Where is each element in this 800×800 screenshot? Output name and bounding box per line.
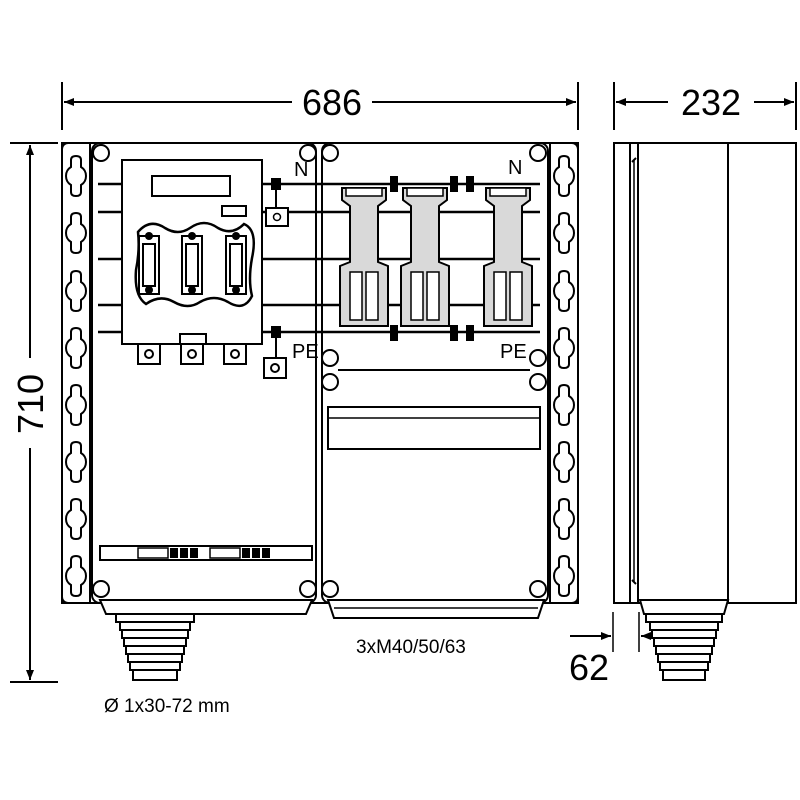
earth-terminal: [263, 326, 287, 379]
cable-diameter-note: Ø 1x30-72 mm: [104, 696, 230, 717]
cable-gland-front: [115, 613, 195, 681]
depth-dimension: 232: [613, 82, 797, 130]
earth-label-left: PE: [292, 341, 319, 363]
busbar-adapter: [339, 187, 389, 327]
din-rail-cover: [327, 406, 541, 450]
corner-screws: [92, 144, 547, 598]
cable-gland-side: [645, 613, 723, 681]
side-view: [613, 142, 797, 681]
right-mounting-rail: [549, 142, 579, 604]
busbar-adapter: [483, 187, 533, 327]
right-rail-slots: [553, 155, 575, 597]
gland-depth-value: 62: [569, 647, 609, 688]
neutral-label-right: N: [508, 157, 522, 179]
left-mounting-rail: [61, 142, 91, 604]
neutral-label-left: N: [294, 159, 308, 181]
height-dimension: 710: [10, 142, 58, 683]
side-view-outline: [613, 142, 797, 604]
neutral-terminal: [265, 178, 289, 227]
height-value: 710: [10, 374, 51, 434]
earth-label-right: PE: [500, 341, 527, 363]
width-value: 686: [302, 82, 362, 123]
left-bottom-flange: [98, 599, 314, 615]
front-view: N PE: [61, 142, 579, 717]
left-rail-slots: [65, 155, 87, 597]
busbar-adapters: [339, 187, 533, 327]
right-bottom-flange: [326, 599, 546, 619]
gland-note: 3xM40/50/63: [356, 637, 466, 658]
width-dimension: 686: [61, 82, 579, 130]
terminal-strip: [99, 545, 313, 561]
busbar-adapter: [400, 187, 450, 327]
fuse-switch-disconnector: [121, 159, 263, 365]
outgoing-terminals: [137, 343, 247, 365]
depth-value: 232: [681, 82, 741, 123]
busbar-clamps: [390, 176, 474, 341]
